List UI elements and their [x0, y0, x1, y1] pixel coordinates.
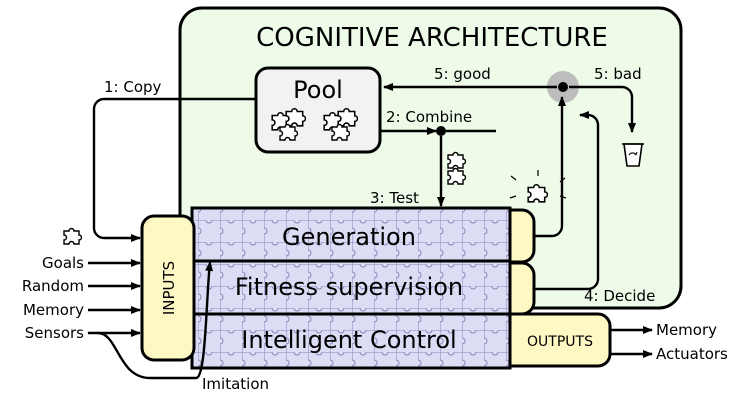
input-sensors: Sensors — [25, 324, 84, 342]
arrow-copy — [92, 97, 256, 242]
combine-junction — [436, 126, 446, 136]
control-label: Intelligent Control — [241, 326, 456, 354]
label-decide: 4: Decide — [584, 287, 655, 305]
puzzle-piece-icon — [63, 227, 82, 245]
input-goals: Goals — [42, 254, 84, 272]
decision-junction — [558, 82, 568, 92]
puzzle-piece-icon — [447, 151, 466, 185]
inputs-label: INPUTS — [160, 261, 178, 315]
label-bad: 5: bad — [594, 65, 642, 83]
recycle-bin-icon — [622, 143, 644, 167]
output-actuators: Actuators — [656, 345, 728, 363]
fitness-label: Fitness supervision — [235, 273, 463, 301]
label-test: 3: Test — [370, 189, 419, 207]
output-memory: Memory — [656, 321, 717, 339]
input-memory: Memory — [23, 301, 84, 319]
arrow-imitation — [97, 261, 214, 380]
input-random: Random — [22, 277, 84, 295]
label-imitation: Imitation — [202, 375, 269, 393]
generation-label: Generation — [282, 223, 416, 251]
fitness-tab — [508, 261, 536, 316]
arrow-generation-to-decision — [534, 96, 566, 238]
architecture-title: COGNITIVE ARCHITECTURE — [256, 23, 608, 53]
generation-tab — [508, 208, 536, 264]
inputs-box — [140, 214, 196, 362]
arrow-decide — [534, 111, 600, 291]
outputs-label: OUTPUTS — [527, 334, 593, 350]
label-copy: 1: Copy — [104, 78, 162, 96]
label-good: 5: good — [434, 65, 491, 83]
label-combine: 2: Combine — [386, 108, 472, 126]
pool-title: Pool — [293, 76, 343, 104]
puzzle-grid — [190, 206, 512, 370]
arrow-bad — [569, 85, 636, 133]
puzzle-piece-icon — [509, 170, 567, 203]
